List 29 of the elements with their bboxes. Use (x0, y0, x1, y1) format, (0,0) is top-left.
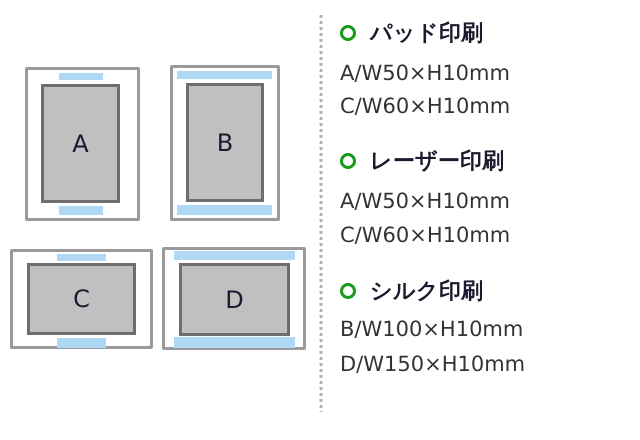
method-heading: パッド印刷 (370, 20, 483, 48)
area-letter: C (73, 285, 90, 313)
print-surface-box (27, 263, 136, 335)
method-heading: シルク印刷 (370, 278, 483, 306)
size-text: A/W50×H10mm (340, 61, 510, 85)
size-text: C/W60×H10mm (340, 94, 510, 118)
size-text: A/W50×H10mm (340, 189, 510, 213)
area-letter: B (216, 128, 234, 156)
print-area-bar (174, 251, 295, 260)
size-text: C/W60×H10mm (340, 223, 510, 247)
area-letter: A (72, 130, 89, 158)
print-surface-box (179, 263, 290, 336)
print-area-bar (59, 206, 103, 215)
print-surface-box (41, 84, 120, 203)
method-heading: レーザー印刷 (370, 148, 504, 176)
print-surface-box (186, 83, 264, 202)
size-text: B/W100×H10mm (340, 317, 524, 341)
print-area-bar (174, 337, 295, 348)
print-area-bar (59, 73, 103, 80)
print-area-bar (57, 338, 106, 348)
print-area-bar (177, 71, 272, 79)
print-area-bar (177, 205, 272, 215)
print-area-bar (57, 254, 106, 261)
product-outline (170, 65, 280, 221)
area-letter: D (225, 286, 244, 314)
product-outline (10, 249, 153, 349)
product-outline (162, 247, 306, 350)
size-text: D/W150×H10mm (340, 352, 526, 376)
product-outline (25, 67, 140, 221)
